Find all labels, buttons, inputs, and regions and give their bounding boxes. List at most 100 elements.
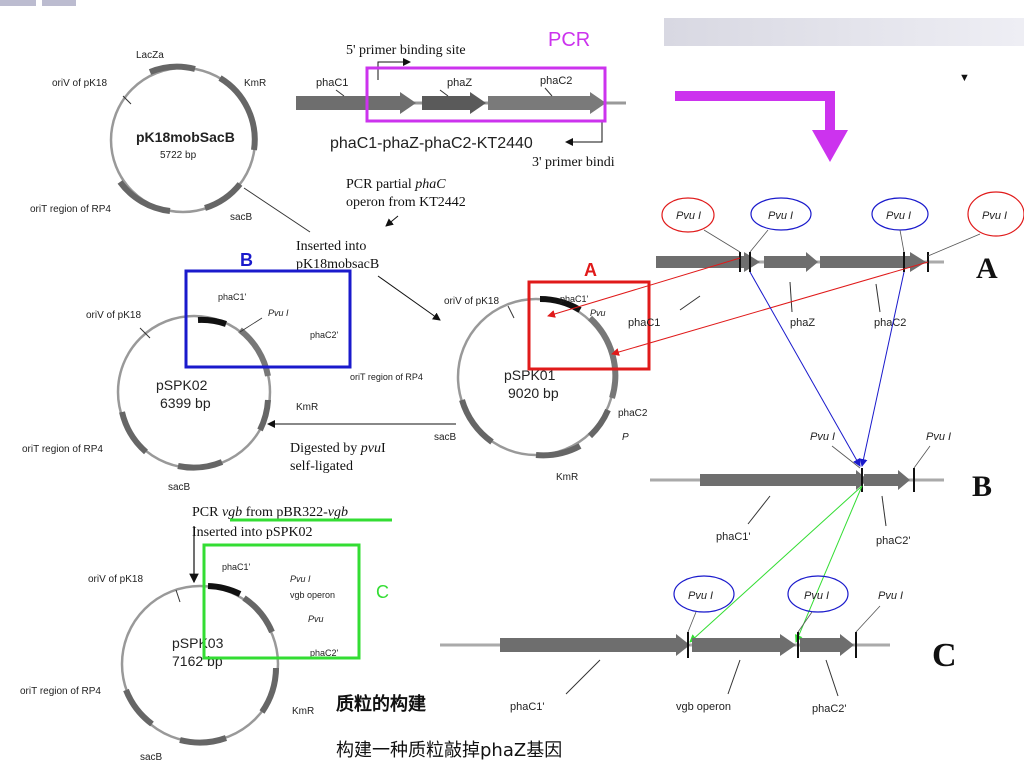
map-b-letter: B	[972, 470, 992, 503]
pk18-kmr-label: KmR	[244, 78, 266, 89]
blue-arrow-2	[859, 271, 905, 467]
plasmid-pspk01: oriV of pK18 phaC1' Pvu oriT region of R…	[350, 294, 648, 483]
pspk01-p-label: P	[622, 432, 629, 443]
pspk03-phac1-label: phaC1'	[222, 562, 251, 572]
top-gene-row: phaC1 phaZ phaC2 5' primer binding site …	[296, 43, 626, 170]
pcr-box-label: PCR	[548, 29, 590, 51]
map-a: phaC1 phaZ phaC2 Pvu I Pvu I Pvu I Pvu I…	[628, 191, 1024, 329]
pspk02-phac2-label: phaC2'	[310, 330, 339, 340]
pspk03-orit-label: oriT region of RP4	[20, 686, 101, 697]
box-a-label: A	[584, 260, 597, 280]
pspk02-phac1-arc	[197, 316, 227, 327]
map-b: Pvu I Pvu I phaC1' phaC2' B	[650, 431, 992, 547]
pspk03-phac2-label: phaC2'	[310, 648, 339, 658]
pspk02-phac1-label: phaC1'	[218, 292, 247, 302]
pspk03-sacb-label: sacB	[140, 752, 163, 763]
map-b-gene-phac1: phaC1'	[716, 531, 751, 543]
map-c-gene-phac1: phaC1'	[510, 701, 545, 713]
dropdown-triangle-icon: ▼	[959, 72, 970, 84]
map-b-pvu-1: Pvu I	[810, 431, 835, 443]
step-selflig: self-ligated	[290, 459, 353, 474]
pspk01-orit-label: oriT region of RP4	[350, 372, 423, 382]
plasmid-pspk02: phaC1' Pvu I phaC2' oriV of pK18 pSPK02 …	[22, 292, 339, 493]
plasmid-pk18mobsacb: LacZa oriV of pK18 KmR oriT region of RP…	[30, 50, 311, 233]
step-insert2: Inserted into pSPK02	[192, 525, 313, 540]
pspk01-sacb-label: sacB	[434, 432, 457, 443]
pk18-name: pK18mobSacB	[136, 129, 235, 145]
slide-title: 质粒的构建	[336, 694, 426, 715]
map-a-pvu-3: Pvu I	[886, 210, 911, 222]
step-insert1: Inserted into	[296, 239, 366, 254]
box-b-label: B	[240, 250, 253, 270]
map-a-gene-phac2: phaC2	[874, 317, 906, 329]
primer5-label: 5' primer binding site	[346, 43, 466, 58]
pspk01-size: 9020 bp	[508, 385, 559, 401]
kmr-arc	[218, 75, 258, 151]
map-a-letter: A	[976, 252, 998, 285]
box-c	[202, 543, 361, 660]
pspk03-oriv-label: oriV of pK18	[88, 574, 143, 585]
slide-subtitle: 构建一种质粒敲掉phaZ基因	[336, 740, 563, 761]
map-a-pvu-4: Pvu I	[982, 210, 1007, 222]
box-c-label: C	[376, 582, 389, 602]
map-b-pvu-2: Pvu I	[926, 431, 951, 443]
map-c-letter: C	[932, 637, 957, 674]
pspk03-vgb-label: vgb operon	[290, 590, 335, 600]
map-b-gene-phac2: phaC2'	[876, 535, 911, 547]
pcr-flow-arrow	[675, 91, 835, 140]
pspk03-size: 7162 bp	[172, 653, 223, 669]
primer5-arrow	[377, 58, 411, 80]
pspk02-kmr-label: KmR	[296, 402, 318, 413]
step-digest: Digested by pvuI	[290, 441, 386, 456]
lacza-arc	[148, 63, 196, 75]
green-arrow-1	[689, 485, 863, 643]
gene-label-phac2: phaC2	[540, 75, 572, 87]
pspk01-name: pSPK01	[504, 367, 556, 383]
pspk03-kmr-label: KmR	[292, 706, 314, 717]
pspk03-name: pSPK03	[172, 635, 224, 651]
pspk02-oriv-label: oriV of pK18	[86, 310, 141, 321]
map-a-gene-phac1: phaC1	[628, 317, 660, 329]
map-a-pvu-1: Pvu I	[676, 210, 701, 222]
map-a-gene-phaz: phaZ	[790, 317, 815, 329]
pspk02-pvu-label: Pvu I	[268, 308, 289, 318]
pspk02-name: pSPK02	[156, 377, 208, 393]
step-insert1-line2: pK18mobsacB	[296, 257, 379, 272]
map-c-pvu-3: Pvu I	[878, 590, 903, 602]
pcr-flow-arrowhead	[812, 130, 848, 162]
map-c-gene-vgb: vgb operon	[676, 701, 731, 713]
pspk01-phac1-label: phaC1'	[560, 294, 589, 304]
map-c-pvu-2: Pvu I	[804, 590, 829, 602]
pspk02-sacb-label: sacB	[168, 482, 191, 493]
pspk03-pvu2-label: Pvu	[308, 614, 324, 624]
box-b	[184, 269, 352, 369]
pk18-sacb-label: sacB	[230, 212, 253, 223]
pspk01-phac1-arc	[539, 295, 582, 313]
gene-label-phac1: phaC1	[316, 77, 348, 89]
pk18-lacza-label: LacZa	[136, 50, 164, 61]
map-a-pvu-2: Pvu I	[768, 210, 793, 222]
map-c-pvu-1: Pvu I	[688, 590, 713, 602]
construct-label: phaC1-phaZ-phaC2-KT2440	[330, 135, 533, 152]
pspk01-oriv-label: oriV of pK18	[444, 296, 499, 307]
pspk01-pvu-label: Pvu	[590, 308, 606, 318]
step-pcr1-line2: operon from KT2442	[346, 195, 466, 210]
gene-label-phaz: phaZ	[447, 77, 472, 89]
map-c-gene-phac2: phaC2'	[812, 703, 847, 715]
step-pcr1: PCR partial phaC	[346, 177, 446, 192]
red-arrow-1	[547, 257, 741, 318]
pspk02-size: 6399 bp	[160, 395, 211, 411]
pk18-orit-label: oriT region of RP4	[30, 204, 111, 215]
blue-arrow-1	[749, 271, 861, 467]
header-gradient-bar	[664, 18, 1024, 46]
pspk01-kmr-label: KmR	[556, 472, 578, 483]
green-arrow-2	[795, 485, 863, 643]
primer3-arrow	[565, 122, 603, 146]
pk18-size: 5722 bp	[160, 150, 197, 161]
map-c: Pvu I Pvu I Pvu I phaC1' vgb operon phaC…	[440, 575, 957, 715]
pk18-oriv-label: oriV of pK18	[52, 78, 107, 89]
box-a	[527, 280, 651, 371]
pspk03-pvu-label: Pvu I	[290, 574, 311, 584]
